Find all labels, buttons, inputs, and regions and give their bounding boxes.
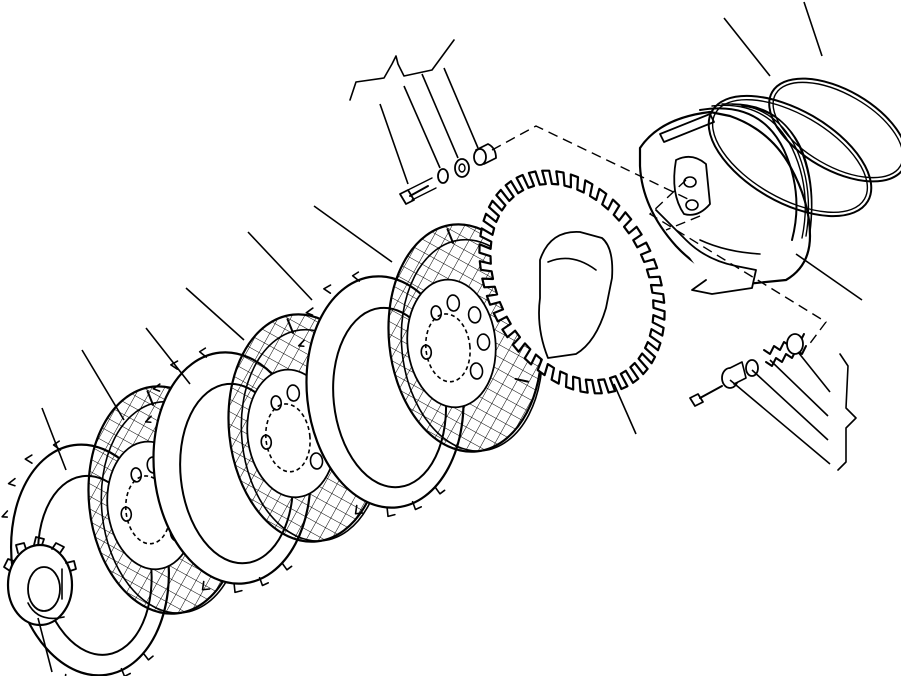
bleed-screw-set-lower xyxy=(689,333,807,407)
washer-upper xyxy=(437,168,449,184)
sleeve-upper xyxy=(473,143,497,166)
seal-ring-outer xyxy=(768,77,901,183)
bracket-upper xyxy=(349,39,455,101)
callout-leaders xyxy=(37,1,863,673)
seal-ring-inner xyxy=(707,94,873,218)
nut-upper xyxy=(454,158,470,178)
pressure-plate xyxy=(478,169,666,395)
spring-lower xyxy=(763,333,807,367)
cap-lower xyxy=(721,361,747,389)
bolt-lower xyxy=(689,385,723,407)
bolt-upper xyxy=(399,177,437,205)
alignment-lines xyxy=(491,125,828,347)
piston-housing xyxy=(638,103,813,295)
bracket-lower xyxy=(837,353,857,471)
spline-hub xyxy=(3,536,77,627)
bleed-screw-set-upper xyxy=(399,143,497,205)
